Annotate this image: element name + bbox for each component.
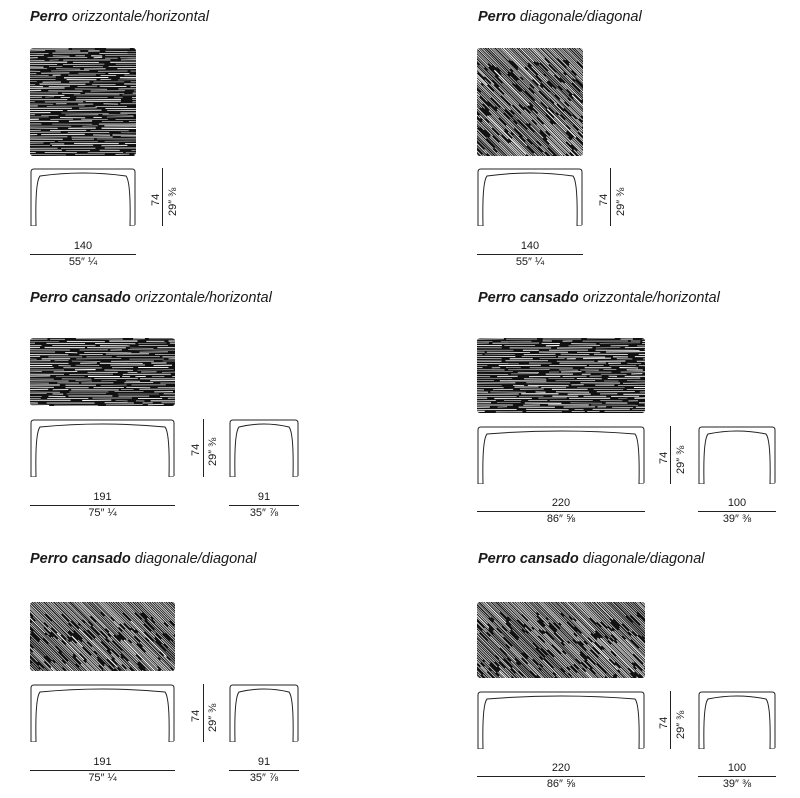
height-in: 29″ ⅜ — [675, 710, 687, 739]
panel-title: Perro cansado diagonale/diagonal — [478, 551, 705, 567]
length-cm: 140 — [520, 240, 540, 252]
length-cm: 191 — [93, 756, 112, 768]
length-in: 86″ ⅝ — [546, 778, 576, 790]
length-cm: 140 — [73, 240, 93, 252]
panel-title: Perro orizzontale/horizontal — [30, 9, 209, 25]
height-cm: 74 — [190, 709, 202, 722]
height-dimension-line — [203, 419, 204, 477]
length-dimension: 220 86″ ⅝ — [477, 497, 645, 525]
panel-title: Perro cansado orizzontale/horizontal — [30, 290, 272, 306]
width-in: 35″ ⅞ — [249, 507, 279, 519]
table-side-elevation — [698, 691, 776, 749]
width-cm: 100 — [727, 497, 747, 509]
width-in: 35″ ⅞ — [249, 772, 279, 784]
length-in: 75″ ¼ — [88, 507, 117, 519]
width-dimension: 91 35″ ⅞ — [229, 491, 299, 519]
width-cm: 100 — [727, 762, 747, 774]
width-in: 39″ ⅜ — [722, 513, 752, 525]
table-top-view — [477, 602, 645, 678]
length-in: 86″ ⅝ — [546, 513, 576, 525]
table-front-elevation — [30, 419, 175, 477]
length-cm: 191 — [93, 491, 112, 503]
table-top-view — [477, 48, 583, 156]
panel-title: Perro cansado orizzontale/horizontal — [478, 290, 720, 306]
height-in: 29″ ⅜ — [207, 437, 219, 466]
width-dimension: 100 39″ ⅜ — [698, 497, 776, 525]
table-top-view — [30, 338, 175, 406]
table-top-view — [30, 48, 136, 156]
height-dimension-line — [203, 684, 204, 742]
length-cm: 220 — [551, 762, 571, 774]
height-dimension-line — [670, 691, 671, 749]
length-dimension: 140 55″ ¼ — [477, 240, 583, 268]
height-in: 29″ ⅜ — [207, 703, 219, 732]
table-top-view — [477, 338, 645, 413]
length-dimension: 140 55″ ¼ — [30, 240, 136, 268]
height-cm: 74 — [658, 716, 670, 729]
length-in: 55″ ¼ — [515, 256, 545, 268]
length-dimension: 220 86″ ⅝ — [477, 762, 645, 790]
table-side-elevation — [698, 426, 776, 484]
table-front-elevation — [477, 426, 645, 484]
table-side-elevation — [229, 684, 299, 742]
table-front-elevation — [30, 684, 175, 742]
height-cm: 74 — [598, 193, 610, 206]
height-dimension-line — [670, 426, 671, 484]
width-in: 39″ ⅜ — [722, 778, 752, 790]
height-cm: 74 — [658, 451, 670, 464]
width-dimension: 100 39″ ⅜ — [698, 762, 776, 790]
table-front-elevation — [477, 168, 583, 226]
height-dimension-line — [162, 168, 163, 226]
width-cm: 91 — [257, 756, 271, 768]
width-dimension: 91 35″ ⅞ — [229, 756, 299, 784]
panel-title: Perro cansado diagonale/diagonal — [30, 551, 257, 567]
length-in: 55″ ¼ — [68, 256, 98, 268]
length-dimension: 191 75″ ¼ — [30, 756, 175, 784]
table-front-elevation — [477, 691, 645, 749]
height-in: 29″ ⅜ — [167, 187, 179, 216]
width-cm: 91 — [257, 491, 271, 503]
table-front-elevation — [30, 168, 136, 226]
height-cm: 74 — [150, 193, 162, 206]
height-cm: 74 — [190, 443, 202, 456]
height-dimension-line — [610, 168, 611, 226]
length-in: 75″ ¼ — [88, 772, 117, 784]
table-side-elevation — [229, 419, 299, 477]
height-in: 29″ ⅜ — [675, 445, 687, 474]
length-cm: 220 — [551, 497, 571, 509]
table-top-view — [30, 602, 175, 671]
height-in: 29″ ⅜ — [615, 187, 627, 216]
length-dimension: 191 75″ ¼ — [30, 491, 175, 519]
panel-title: Perro diagonale/diagonal — [478, 9, 642, 25]
